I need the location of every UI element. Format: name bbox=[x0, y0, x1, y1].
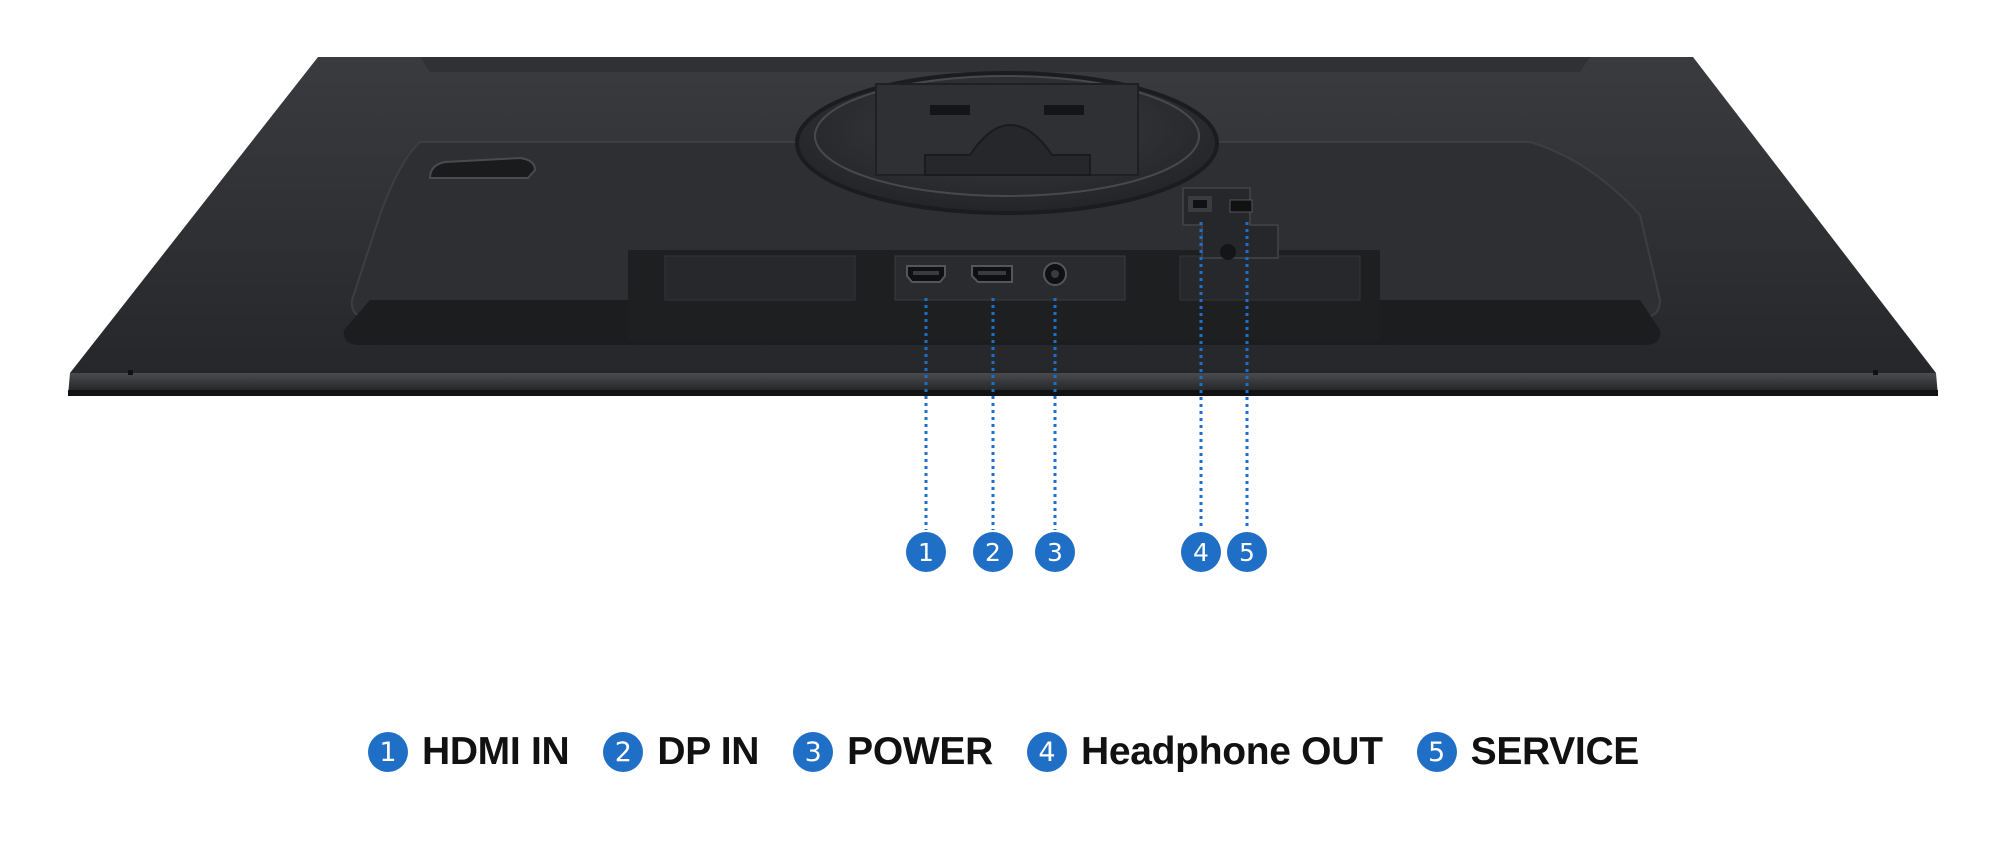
svg-text:2: 2 bbox=[985, 538, 1001, 567]
service-port-icon bbox=[1229, 199, 1253, 213]
legend-item-dp-in: 2 DP IN bbox=[603, 730, 759, 774]
power-jack-icon bbox=[1043, 262, 1067, 286]
legend-number: 4 bbox=[1027, 732, 1067, 772]
legend-label: DP IN bbox=[657, 730, 760, 773]
callout-badge-4: 4 bbox=[1181, 532, 1221, 572]
legend-label: POWER bbox=[847, 730, 993, 773]
port-legend: 1 HDMI IN 2 DP IN 3 POWER 4 Headphone OU… bbox=[0, 722, 2007, 782]
legend-number: 5 bbox=[1416, 732, 1457, 772]
legend-label: HDMI IN bbox=[421, 730, 570, 773]
callout-badge-5: 5 bbox=[1227, 532, 1267, 572]
svg-text:3: 3 bbox=[1047, 538, 1063, 567]
legend-item-hdmi-in: 1 HDMI IN bbox=[367, 730, 570, 774]
svg-text:5: 5 bbox=[1239, 538, 1255, 567]
legend-item-headphone-out: 4 Headphone OUT bbox=[1027, 730, 1383, 774]
legend-number: 1 bbox=[367, 732, 408, 772]
legend-label: SERVICE bbox=[1470, 730, 1640, 773]
callout-badge-3: 3 bbox=[1035, 532, 1075, 572]
callout-badge-1: 1 bbox=[906, 532, 946, 572]
displayport-icon bbox=[971, 265, 1013, 283]
callout-badge-2: 2 bbox=[973, 532, 1013, 572]
svg-text:4: 4 bbox=[1193, 538, 1209, 567]
svg-text:1: 1 bbox=[918, 538, 934, 567]
hdmi-port-icon bbox=[906, 265, 946, 283]
legend-item-power: 3 POWER bbox=[793, 730, 993, 774]
legend-number: 3 bbox=[793, 732, 834, 772]
legend-item-service: 5 SERVICE bbox=[1416, 730, 1640, 774]
legend-label: Headphone OUT bbox=[1081, 730, 1383, 773]
headphone-jack-icon bbox=[1193, 200, 1207, 208]
legend-number: 2 bbox=[603, 732, 644, 772]
jog-button bbox=[428, 156, 537, 179]
